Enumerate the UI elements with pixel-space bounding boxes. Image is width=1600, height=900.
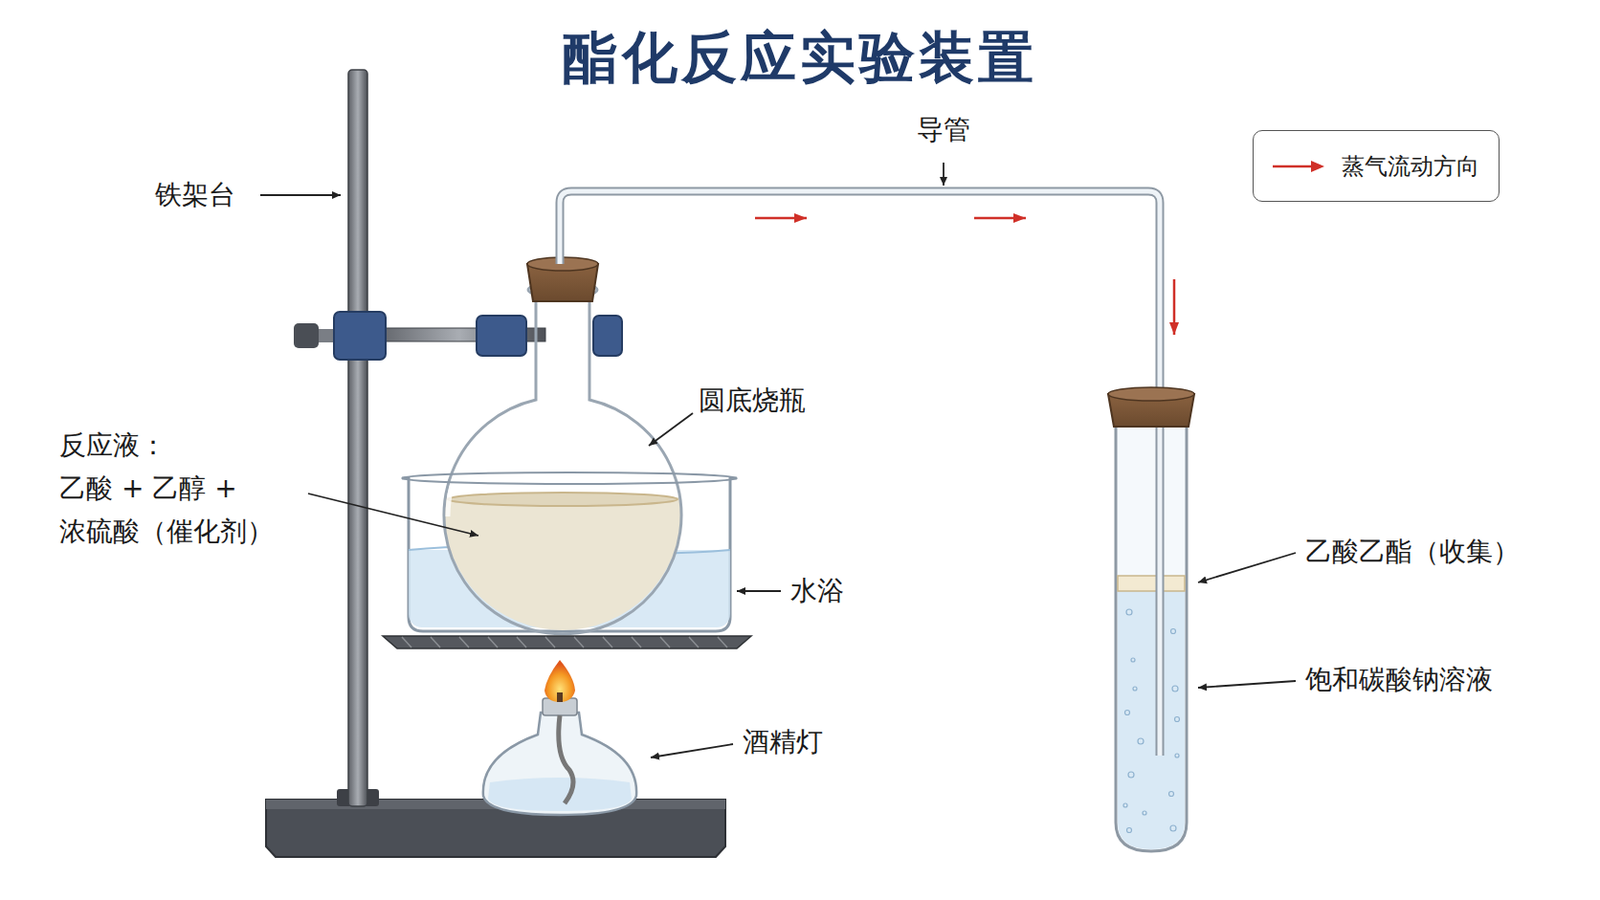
- leader-line: [942, 162, 945, 186]
- bubble: [1175, 717, 1180, 723]
- alcohol-lamp: [483, 712, 637, 816]
- ethyl-acetate-layer: [1117, 576, 1185, 592]
- lamp-wick: [558, 715, 574, 804]
- leader-line: [648, 413, 693, 446]
- clamp-screw: [293, 323, 319, 349]
- part-label: 反应液：: [59, 429, 167, 463]
- bubble: [1175, 754, 1179, 758]
- part-label: 铁架台: [155, 178, 236, 212]
- bubble: [1137, 738, 1144, 745]
- bubble: [1125, 711, 1131, 716]
- diagram-title: 酯化反应实验装置: [0, 21, 1600, 96]
- part-label: 浓硫酸（催化剂）: [59, 515, 274, 549]
- clamp-jaw-left: [476, 315, 527, 356]
- legend-text: 蒸气流动方向: [1341, 151, 1480, 182]
- legend-row: 蒸气流动方向: [1270, 151, 1480, 182]
- test-tube: [1115, 401, 1187, 852]
- part-label: 乙酸乙酯（收集）: [1305, 535, 1520, 569]
- vapor-arrow: [1173, 279, 1177, 335]
- clamp-jaw-right: [593, 315, 623, 356]
- bubble: [1131, 658, 1135, 663]
- leader-line: [260, 194, 341, 197]
- round-bottom-flask: [444, 287, 682, 635]
- boss-head: [333, 311, 386, 360]
- bubble: [1128, 772, 1134, 778]
- wire-gauze: [382, 636, 752, 649]
- sodium-carbonate-solution: [1117, 591, 1185, 850]
- part-label: 酒精灯: [742, 726, 823, 759]
- delivery-tube: [559, 191, 1160, 756]
- part-label: 乙酸 + 乙醇 +: [59, 472, 238, 506]
- vapor-arrow: [755, 217, 807, 221]
- bubble: [1142, 811, 1147, 816]
- part-label: 圆底烧瓶: [698, 384, 806, 418]
- bubble: [1170, 825, 1177, 832]
- part-label: 饱和碳酸钠溶液: [1305, 664, 1493, 697]
- vapor-arrow: [974, 217, 1026, 221]
- bubble: [1172, 686, 1178, 692]
- leader-line: [1198, 553, 1296, 583]
- bubble: [1171, 629, 1177, 635]
- stand-rod: [348, 69, 368, 807]
- leader-line: [308, 493, 479, 536]
- legend-box: 蒸气流动方向: [1252, 130, 1500, 202]
- leader-line: [1198, 681, 1296, 689]
- reaction-liquid: [421, 497, 709, 642]
- leader-line: [650, 744, 734, 758]
- part-label: 导管: [916, 113, 971, 147]
- flame: [544, 660, 576, 703]
- bubble: [1133, 687, 1137, 691]
- bubble: [1123, 803, 1128, 808]
- bubbles: [1123, 609, 1180, 834]
- bubble: [1127, 828, 1133, 834]
- bubble: [1126, 609, 1133, 616]
- legend-arrow-sample: [1270, 158, 1327, 175]
- leader-line: [736, 590, 781, 593]
- bubble: [1169, 792, 1175, 798]
- part-label: 水浴: [790, 575, 845, 608]
